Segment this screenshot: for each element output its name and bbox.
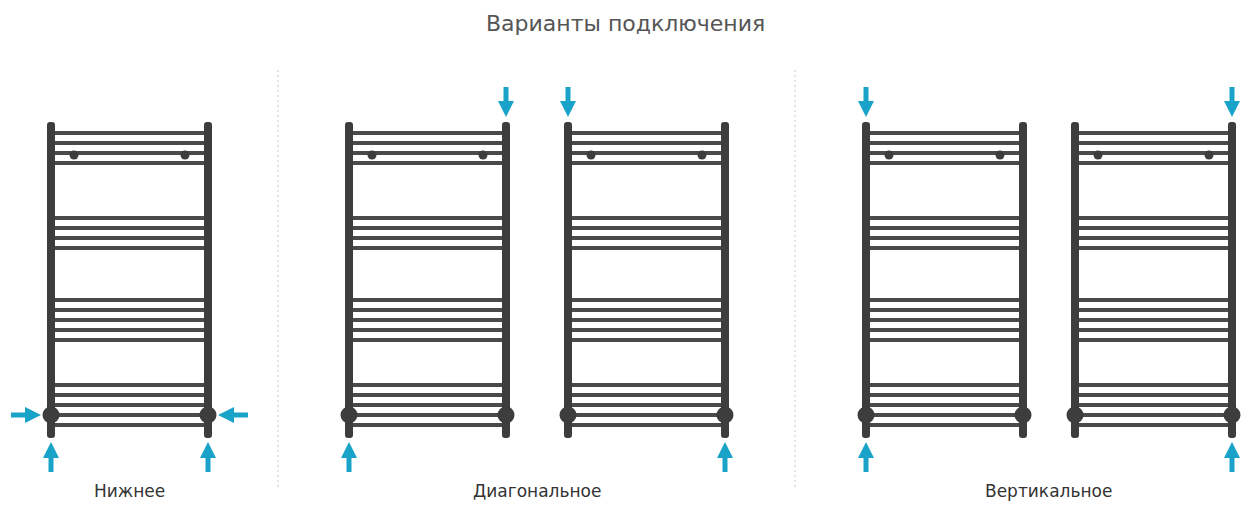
variant-label: Нижнее xyxy=(94,481,165,501)
variant-label: Вертикальное xyxy=(985,481,1112,501)
page-title: Варианты подключения xyxy=(486,11,765,36)
variant-label: Диагональное xyxy=(473,481,601,501)
